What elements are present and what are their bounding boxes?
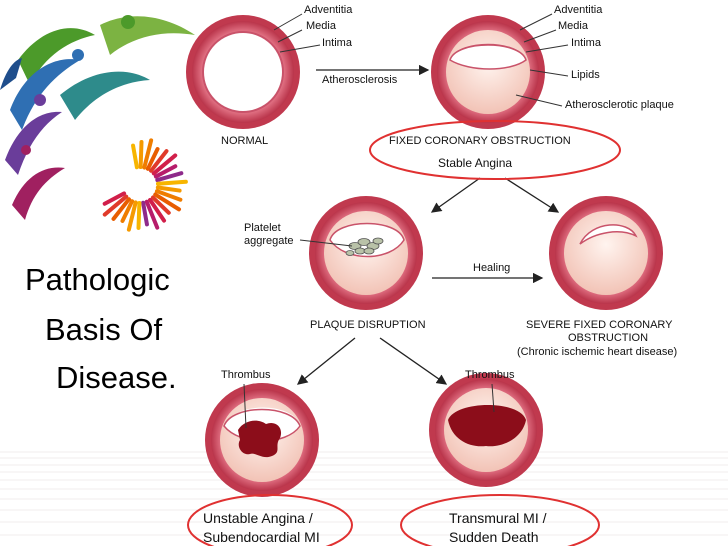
caption-severe-line1: SEVERE FIXED CORONARY [526,319,673,331]
outcome-left-line2: Subendocardial MI [203,529,320,545]
sunburst-ray [142,138,154,170]
caption-severe-line3: (Chronic ischemic heart disease) [517,346,678,358]
highlight-ovals [187,120,621,546]
label-adventitia: Adventitia [304,4,353,16]
sunburst-ray [126,200,138,232]
sunburst-ray [149,149,169,173]
side-title-line3: Disease. [56,360,177,395]
sunburst-ray [155,185,182,193]
label-media-2: Media [558,20,588,32]
sunburst-ray [144,199,160,230]
sunburst-ray [153,164,178,179]
label-aggregate: aggregate [244,235,294,247]
sunburst-ray [154,189,183,202]
sunburst-ray [120,199,135,223]
label-intima: Intima [322,37,352,49]
sunburst-ray [145,147,160,171]
caption-plaque-disruption: PLAQUE DISRUPTION [310,319,426,331]
label-lipids: Lipids [571,69,600,81]
sunburst-ray [111,197,131,221]
arrow-label-atherosclerosis: Atherosclerosis [322,74,398,86]
label-platelet: Platelet [244,222,281,234]
thrombus-mass [448,405,526,447]
background-stripes [0,451,728,536]
platelet-aggregate-icon [345,237,384,256]
sunburst-ray [153,192,182,212]
sunburst-ray [102,194,129,217]
label-thrombus-right: Thrombus [465,369,515,381]
outcome-left-line1: Unstable Angina / [203,510,313,526]
side-title-line1: Pathologic [25,262,170,297]
vessel-plaque-disruption [309,196,423,310]
sunburst-ray [150,195,171,215]
sunburst-ray [102,191,127,206]
thrombus-mass [238,420,282,458]
vessel-occlusive-thrombus [429,373,543,487]
side-title-line2: Basis Of [45,312,163,347]
leader-lines [243,13,569,429]
sunburst-ray [136,200,142,230]
highlight-transmural-mi [400,494,600,546]
sunburst-ray [148,197,167,223]
label-intima-2: Intima [571,37,601,49]
caption-fixed-obstruction: FIXED CORONARY OBSTRUCTION [389,135,571,147]
caption-severe-line2: OBSTRUCTION [568,332,649,344]
caption-normal: NORMAL [221,135,269,147]
label-thrombus-left: Thrombus [221,369,271,381]
outcome-right-line2: Sudden Death [449,529,539,545]
sunburst-ray [151,153,178,176]
caption-stable-angina: Stable Angina [438,156,513,170]
sunburst-ray [155,179,188,186]
vessel-severe-obstruction [549,196,663,310]
label-atherosclerotic-plaque: Atherosclerotic plaque [565,99,674,111]
sunburst-ray [155,171,184,183]
highlight-stable-angina [369,120,621,180]
label-media: Media [306,20,336,32]
vessel-normal [186,15,300,129]
highlight-unstable-angina [187,494,353,546]
people-logo-icon [0,15,195,220]
vessel-partial-thrombus [205,383,319,497]
sunburst-ray [141,200,149,227]
vessel-fixed-obstruction [431,15,545,129]
sunburst-ray [131,143,139,170]
flow-arrows [296,64,560,385]
sunburst-logo-icon [102,138,188,232]
sunburst-ray [138,140,144,170]
outcome-right-line1: Transmural MI / [449,510,547,526]
arrow-label-healing: Healing [473,262,511,274]
label-adventitia-2: Adventitia [554,4,603,16]
